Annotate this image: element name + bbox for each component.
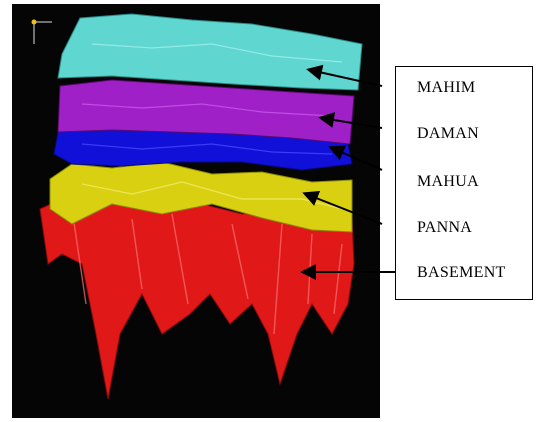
legend-label-mahua: MAHUA	[417, 173, 479, 191]
layer-legend: MAHIM DAMAN MAHUA PANNA BASEMENT	[395, 66, 533, 300]
legend-label-daman: DAMAN	[417, 125, 479, 143]
legend-label-panna: PANNA	[417, 219, 472, 237]
mahim-surface	[58, 14, 362, 90]
3d-viewport	[12, 4, 380, 418]
stratigraphic-surfaces	[12, 4, 380, 418]
orientation-axes-icon	[28, 16, 56, 46]
legend-label-basement: BASEMENT	[417, 264, 506, 282]
legend-label-mahim: MAHIM	[417, 79, 475, 97]
